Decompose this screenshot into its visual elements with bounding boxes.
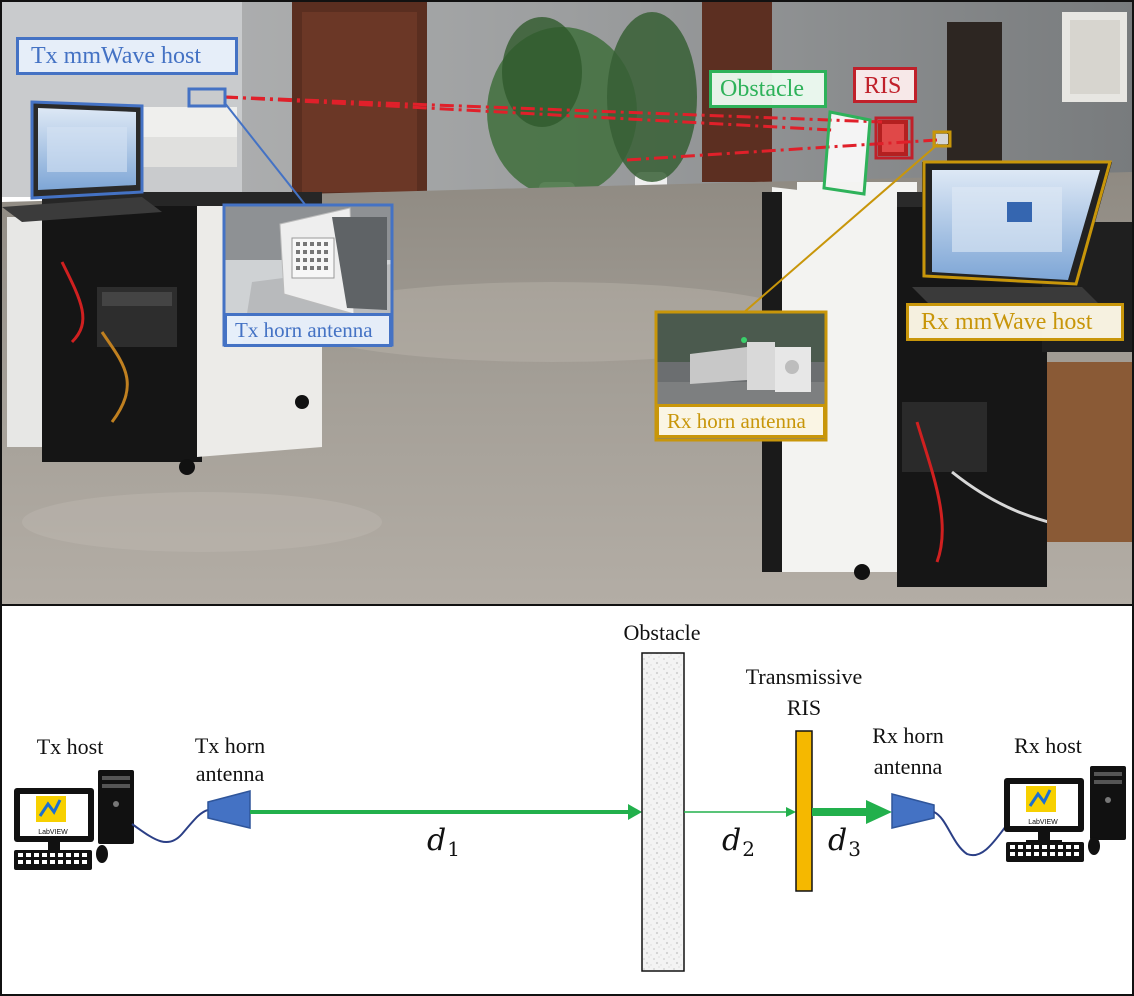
d3-sub: 3 [848,837,861,861]
rx-horn-inset-photo [654,310,828,442]
tx-horn-label-line1: Tx horn [194,733,266,758]
setup-diagram: LabVIEW [2,606,1132,994]
beam-line-direct [223,95,883,124]
tx-labview-text: LabVIEW [38,829,68,836]
tx-laptop-highlight-box [30,100,144,200]
ris-label-line1: Transmissive [745,664,863,689]
d1-arrowhead [628,804,642,820]
setup-diagram-canvas: LabVIEW [14,652,1126,972]
d2-arrowhead [786,807,796,817]
tx-host-label: Tx host [36,734,104,759]
obstacle-label: Obstacle [623,620,701,645]
tx-horn-antenna-label: Tx horn antenna [224,313,392,347]
ris-label-line2: RIS [786,695,822,720]
d3-arrowhead [866,800,892,824]
d1-var: d [427,823,447,858]
testbed-photo: Tx mmWave host Tx horn antenna Obstacle … [2,2,1132,604]
tx-horn-highlight-box [187,87,227,108]
beam-line-obstacle [223,95,833,132]
rx-cable [933,811,1007,857]
tx-horn-leader-line [223,101,308,208]
d2-var: d [722,823,742,858]
panel-divider [2,604,1132,606]
d3-var: d [828,823,848,858]
d2-label: d2 [722,823,755,861]
rx-labview-text: LabVIEW [1028,819,1058,826]
tx-mmwave-host-label: Tx mmWave host [16,37,238,75]
tx-horn-label-line2: antenna [195,761,265,786]
tx-host-computer-icon: LabVIEW [14,770,134,870]
rx-horn-highlight-box [932,130,952,148]
rx-host-computer-icon: LabVIEW [1004,766,1126,862]
rx-horn-antenna-label: Rx horn antenna [656,404,826,438]
d1-label: d1 [427,823,460,861]
beam-line-rx [626,138,938,162]
ris-photo-label: RIS [853,67,917,103]
d3-label: d3 [828,823,861,861]
d1-sub: 1 [447,837,460,861]
obstacle-photo-label: Obstacle [709,70,827,108]
tx-cable [131,809,209,844]
rx-horn-label-line1: Rx horn [872,723,944,748]
rx-laptop-highlight-box [922,160,1112,286]
ris-highlight-box [874,116,914,160]
rx-mmwave-host-label: Rx mmWave host [906,303,1124,341]
rx-host-label: Rx host [1014,733,1082,758]
d2-sub: 2 [742,837,755,861]
obstacle-highlight-box [822,110,872,196]
obstacle-slab [641,652,685,972]
rx-horn-icon [891,793,935,829]
tx-horn-icon [207,790,251,829]
rx-horn-leader-line [741,143,939,315]
transmissive-ris-bar [795,730,813,892]
rx-horn-label-line2: antenna [873,754,943,779]
